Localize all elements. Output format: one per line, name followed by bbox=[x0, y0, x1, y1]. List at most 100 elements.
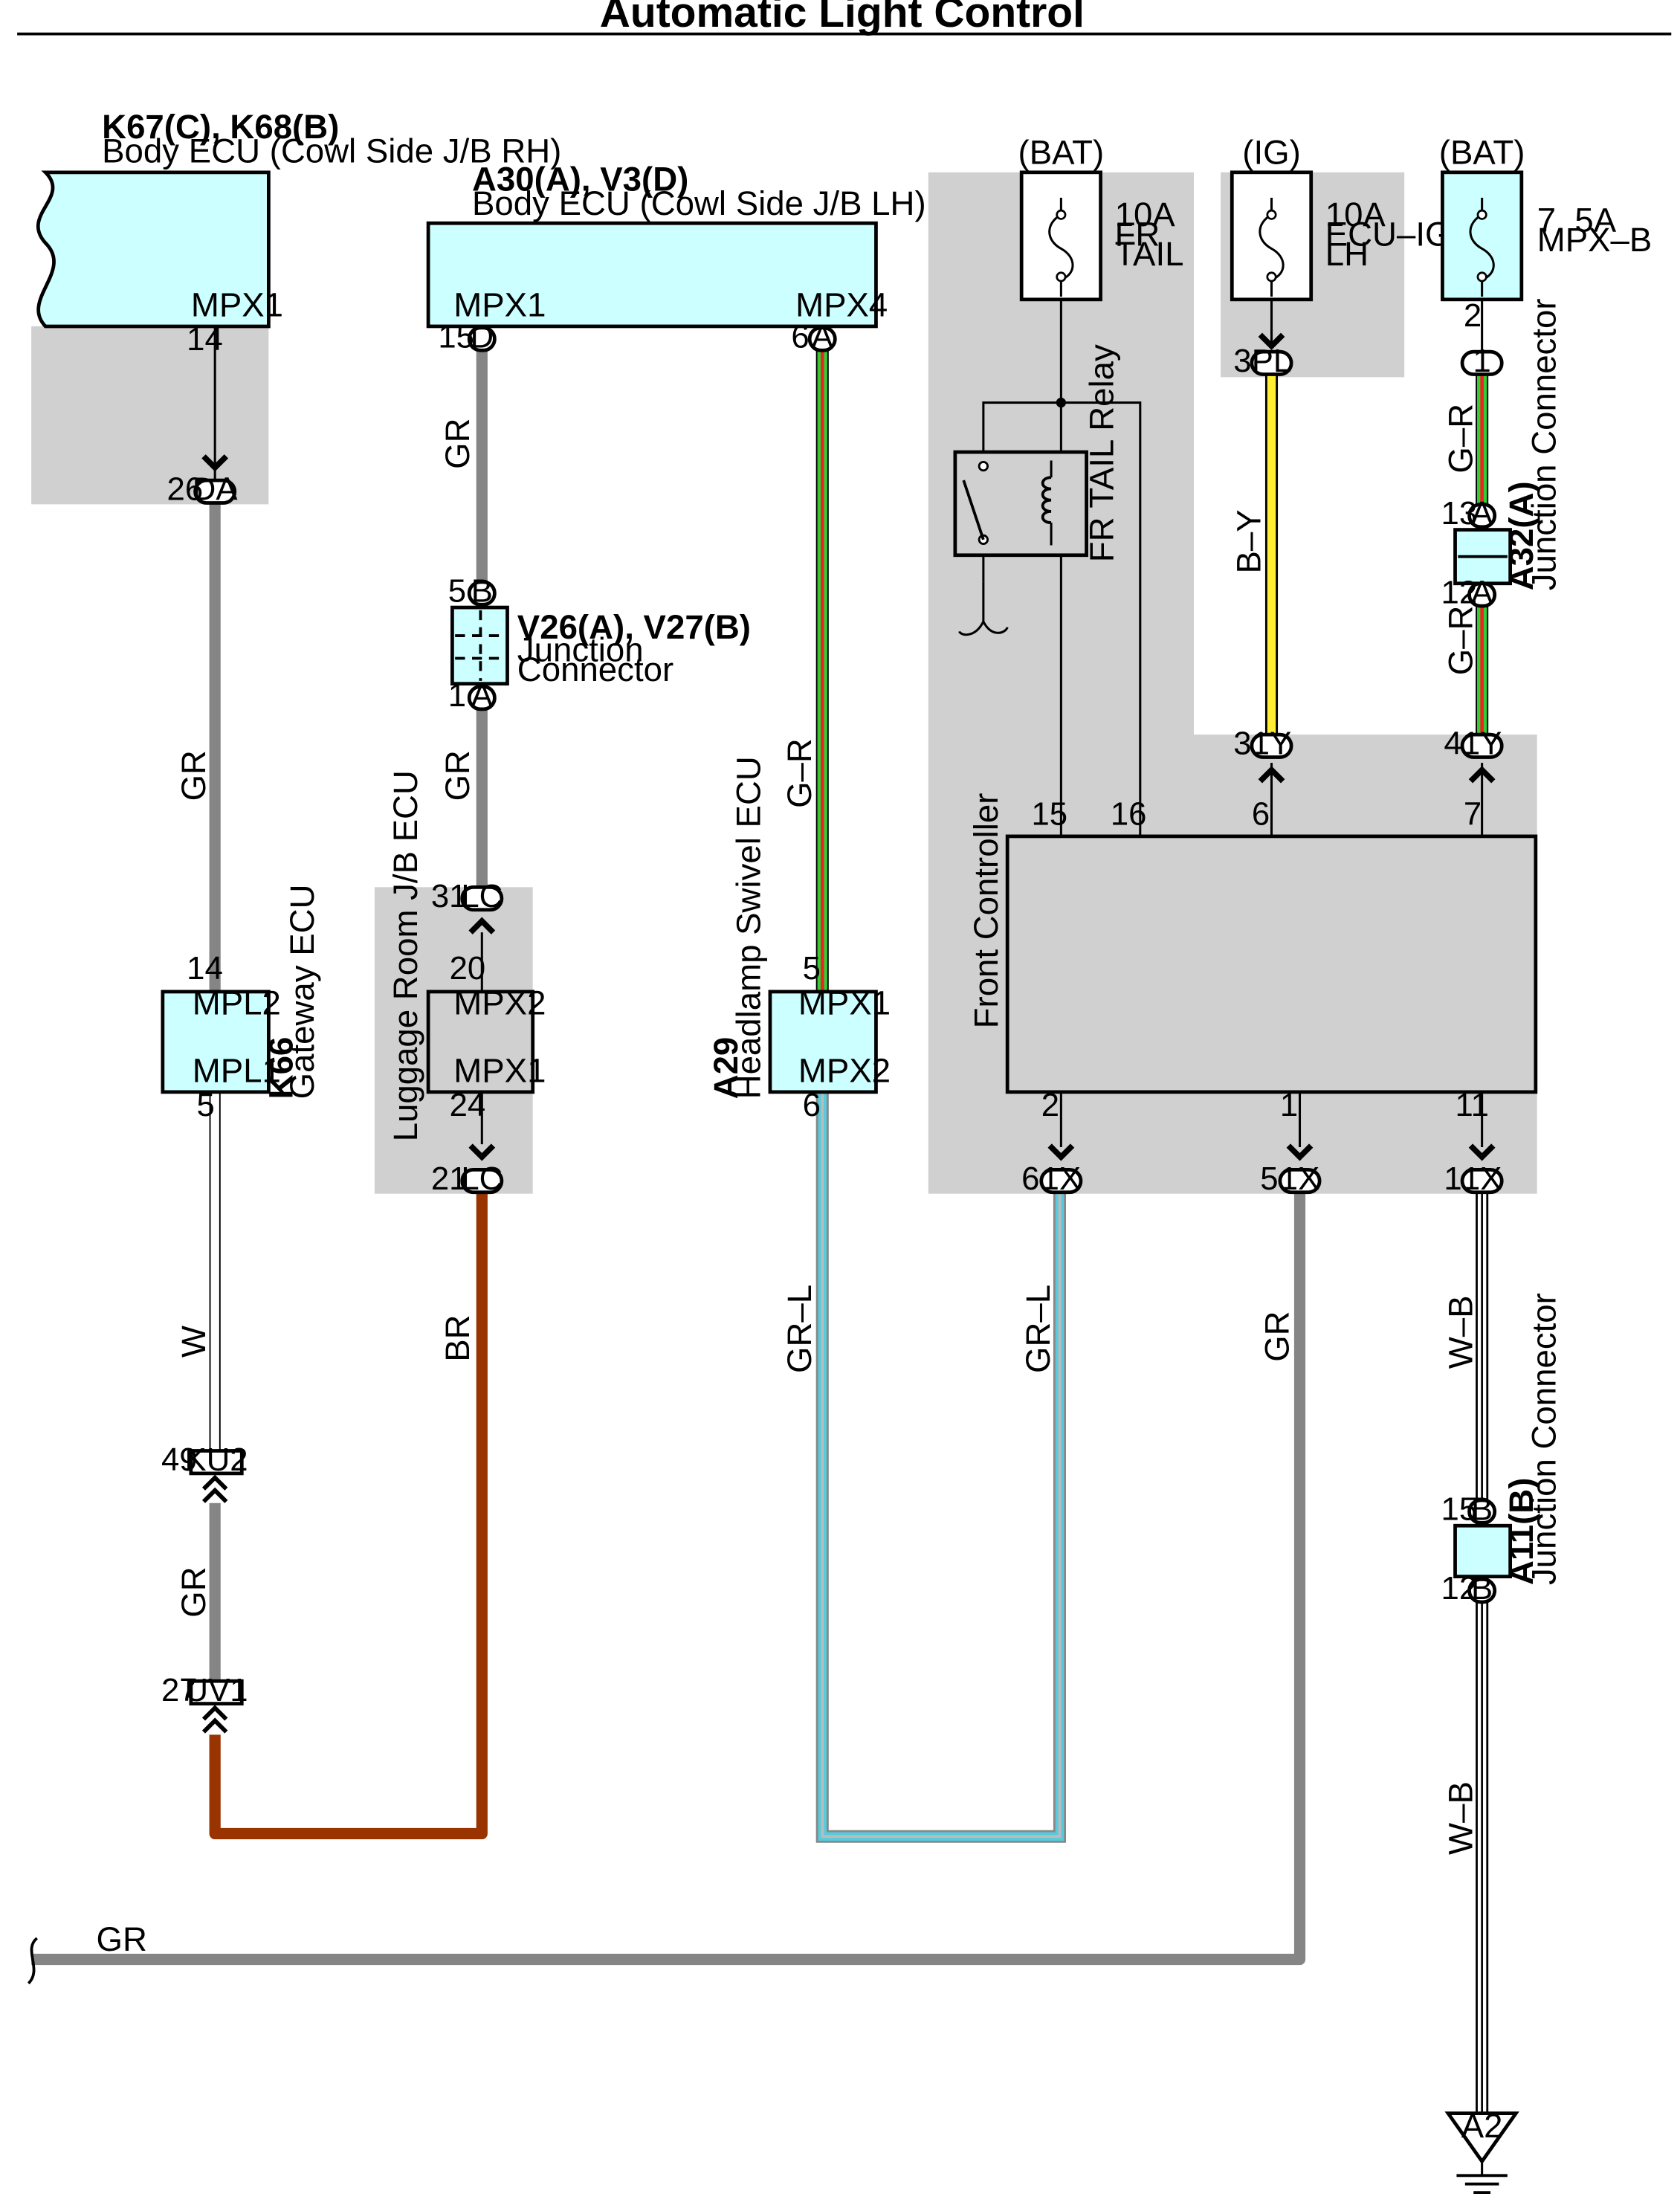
k67-body-ecu bbox=[36, 170, 271, 329]
wire-brown-loop bbox=[209, 1193, 488, 1840]
wire-label-x1-gr: GR bbox=[1258, 1311, 1296, 1361]
a29-pin-top: 5 bbox=[803, 950, 821, 987]
connector-a11-bottom-pin: 12 bbox=[1441, 1570, 1478, 1607]
svg-text:PL: PL bbox=[1252, 343, 1291, 379]
fuse-ecu-ig bbox=[1230, 170, 1314, 302]
k66-pin-top: 14 bbox=[187, 950, 223, 987]
wire-label-a30-gr2: GR bbox=[439, 750, 476, 801]
svg-text:1X: 1X bbox=[1462, 1161, 1502, 1197]
connector-lc-top: LC bbox=[460, 878, 504, 934]
svg-text:LC: LC bbox=[461, 878, 503, 914]
k67-terminal: MPX1 bbox=[191, 286, 283, 324]
svg-text:A: A bbox=[812, 318, 834, 355]
a30-code: A30(A), V3(D) bbox=[472, 161, 688, 198]
connector-1y-left: 1Y bbox=[1250, 726, 1293, 784]
a11-code: A11(B) bbox=[1502, 1478, 1540, 1585]
fuse-ecu-ig-name2: LH bbox=[1325, 235, 1369, 273]
wire-label-bottom-gr: GR bbox=[97, 1920, 147, 1958]
connector-1x-a-pin: 6 bbox=[1021, 1161, 1039, 1197]
a29-code: A29 bbox=[707, 1037, 745, 1100]
connector-lc-bottom-pin: 21 bbox=[431, 1161, 468, 1197]
svg-text:A: A bbox=[1471, 574, 1493, 610]
fc-pin-7: 7 bbox=[1464, 796, 1482, 833]
connector-a32-top: A bbox=[1467, 495, 1497, 532]
luggage-mpx1: MPX1 bbox=[453, 1052, 546, 1090]
connector-1x-c-pin: 1 bbox=[1444, 1161, 1461, 1197]
diagram-title: Automatic Light Control bbox=[600, 0, 1085, 36]
fc-pin-11: 11 bbox=[1456, 1087, 1489, 1123]
fuse-fr-tail-name: FR bbox=[1115, 216, 1160, 254]
connector-lc-top-pin: 31 bbox=[431, 878, 468, 914]
front-controller-name: Front Controller bbox=[967, 793, 1005, 1029]
fuse-fr-tail-name2: TAIL bbox=[1115, 235, 1184, 273]
wire-label-a30-gr-upper: G–R bbox=[781, 738, 818, 808]
wire-label-k67-gr: GR bbox=[175, 750, 213, 801]
fuse-mpx-b-source: (BAT) bbox=[1439, 133, 1525, 171]
svg-text:1Y: 1Y bbox=[1462, 726, 1502, 762]
connector-mpxb-1: 1 bbox=[1460, 343, 1504, 379]
a29-name: Headlamp Swivel ECU bbox=[730, 756, 768, 1099]
connector-uv1-pin: 27 bbox=[161, 1672, 198, 1708]
svg-text:B: B bbox=[1471, 1570, 1493, 1607]
connector-a32-bottom: A bbox=[1467, 574, 1497, 610]
connector-ku2: KU2 bbox=[185, 1442, 248, 1503]
connector-1y-right-pin: 4 bbox=[1444, 726, 1461, 762]
connector-a30-a-pin: 6 bbox=[791, 318, 809, 355]
wire-label-gr-mid: G–R bbox=[1441, 606, 1479, 676]
connector-d-pin: 15 bbox=[438, 318, 474, 355]
wire-label-wb-bottom: W–B bbox=[1441, 1781, 1479, 1855]
fc-pin-6: 6 bbox=[1252, 796, 1270, 833]
connector-1x-a: 1X bbox=[1039, 1143, 1083, 1197]
a29-headlamp-swivel-ecu bbox=[768, 990, 878, 1094]
a30-name: Body ECU (Cowl Side J/B LH) bbox=[472, 184, 926, 222]
wire-label-a29-grl: GR–L bbox=[781, 1285, 818, 1373]
svg-text:B: B bbox=[1471, 1491, 1493, 1528]
svg-text:UV1: UV1 bbox=[185, 1672, 248, 1708]
fc-pin-15: 15 bbox=[1031, 796, 1067, 833]
fuse-fr-tail bbox=[1019, 170, 1102, 302]
connector-v26-a: A bbox=[467, 677, 497, 714]
connector-da: DA bbox=[193, 471, 239, 508]
k66-pin-bottom: 5 bbox=[196, 1087, 214, 1123]
ground-code: A2 bbox=[1461, 2107, 1503, 2145]
wire-label-k66-w: W bbox=[175, 1326, 213, 1358]
connector-v26-b: B bbox=[467, 572, 497, 609]
connector-a30-a: A bbox=[807, 318, 837, 355]
v26-name-2: Connector bbox=[517, 651, 673, 688]
wire-label-gr-top: G–R bbox=[1441, 404, 1479, 474]
wire-label-wb-top: W–B bbox=[1441, 1295, 1479, 1369]
connector-uv1: UV1 bbox=[185, 1672, 248, 1734]
fr-tail-relay bbox=[953, 450, 1088, 636]
connector-a32-bottom-pin: 12 bbox=[1441, 574, 1478, 610]
svg-text:DA: DA bbox=[193, 471, 239, 508]
connector-1y-right: 1Y bbox=[1460, 726, 1504, 784]
svg-text:A: A bbox=[1471, 495, 1493, 532]
luggage-jb-ecu bbox=[426, 990, 535, 1094]
a29-mpx1: MPX1 bbox=[798, 984, 891, 1021]
connector-ku2-pin: 49 bbox=[161, 1442, 198, 1478]
wire-gr-bus bbox=[31, 1193, 1306, 1966]
fc-pin-16: 16 bbox=[1111, 796, 1147, 833]
wire-label-lug-br: BR bbox=[439, 1314, 476, 1361]
fuse-ecu-ig-source: (IG) bbox=[1242, 133, 1301, 171]
a32-code: A32(A) bbox=[1502, 481, 1540, 590]
svg-text:B: B bbox=[471, 572, 493, 609]
svg-text:LC: LC bbox=[461, 1161, 503, 1197]
svg-text:1X: 1X bbox=[1041, 1161, 1081, 1197]
connector-v26-b-pin: 5 bbox=[448, 572, 466, 609]
connector-1x-c: 1X bbox=[1460, 1143, 1504, 1197]
svg-text:1X: 1X bbox=[1280, 1161, 1319, 1197]
svg-text:1Y: 1Y bbox=[1252, 726, 1291, 762]
wire-label-a30-gr1: GR bbox=[439, 418, 476, 468]
v26-name-1: Junction bbox=[517, 630, 644, 668]
a11-junction-connector bbox=[1453, 1523, 1513, 1578]
k67-pin: 14 bbox=[187, 321, 223, 358]
svg-text:A: A bbox=[471, 677, 494, 714]
connector-a11-top-pin: 15 bbox=[1441, 1491, 1478, 1528]
connector-1x-b: 1X bbox=[1278, 1143, 1322, 1197]
connector-a11-top: B bbox=[1467, 1491, 1497, 1528]
k66-mpl1: MPL1 bbox=[193, 1052, 281, 1090]
connector-1x-b-pin: 5 bbox=[1260, 1161, 1278, 1197]
fuse-fr-tail-source: (BAT) bbox=[1018, 133, 1105, 171]
